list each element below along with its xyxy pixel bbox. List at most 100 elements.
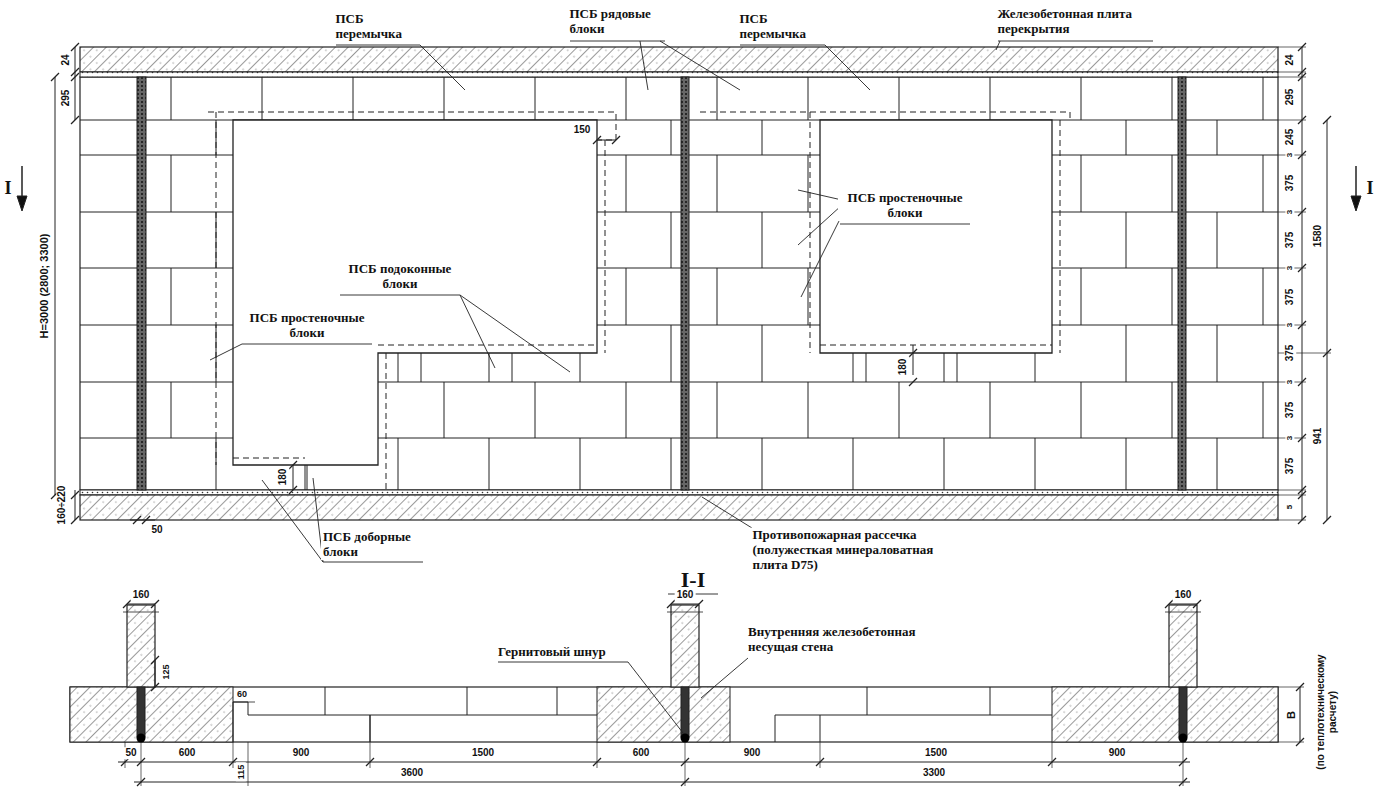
dimension-label: 180 bbox=[277, 467, 289, 488]
block-joint bbox=[557, 687, 558, 715]
block-joint bbox=[626, 77, 627, 120]
block-joint bbox=[1172, 382, 1173, 438]
cut-block bbox=[597, 687, 730, 742]
dimension-label: 180 bbox=[897, 357, 909, 378]
opening-plan bbox=[775, 715, 1052, 742]
block-joint bbox=[421, 353, 422, 382]
dimension-label: 50 bbox=[123, 747, 138, 759]
block-joint bbox=[944, 438, 945, 490]
dimension-label: 941 bbox=[1312, 426, 1324, 447]
extension-line bbox=[685, 768, 686, 786]
callout-label: ПСБ простеночные блоки bbox=[240, 311, 374, 341]
wall-opening bbox=[820, 120, 1052, 353]
extension-line bbox=[1278, 77, 1306, 78]
leader-line bbox=[336, 45, 465, 90]
block-joint bbox=[171, 77, 172, 120]
dimension-tick bbox=[909, 349, 917, 357]
dimension-label: H=3000 (2800; 3300) bbox=[38, 232, 51, 341]
block-joint bbox=[808, 382, 809, 438]
dimension-label: 375 bbox=[1284, 230, 1296, 251]
dimension-line bbox=[55, 77, 56, 495]
slab-layer bbox=[80, 72, 1278, 77]
dimension-line bbox=[1169, 604, 1197, 605]
dimension-label: 150 bbox=[572, 124, 593, 136]
dimension-label: 245 bbox=[1284, 127, 1296, 148]
dimension-tick bbox=[1165, 600, 1173, 608]
dimension-label: 3 bbox=[1285, 264, 1294, 272]
cut-block bbox=[70, 687, 233, 742]
block-joint bbox=[1035, 438, 1036, 490]
block-joint bbox=[353, 77, 354, 120]
dimension-line bbox=[293, 465, 294, 490]
floor-slab bbox=[80, 495, 1278, 520]
extension-line bbox=[233, 742, 234, 768]
block-joint bbox=[262, 77, 263, 120]
dimension-label: 375 bbox=[1284, 400, 1296, 421]
leader-line bbox=[702, 497, 752, 528]
fire-break bbox=[1179, 687, 1187, 737]
block-joint bbox=[853, 438, 854, 490]
block-joint bbox=[398, 438, 399, 490]
dimension-line bbox=[1302, 47, 1303, 520]
block-joint bbox=[216, 212, 217, 268]
dimension-line bbox=[118, 762, 1190, 763]
block-joint bbox=[762, 120, 763, 155]
dimension-tick bbox=[142, 516, 150, 524]
block-joint bbox=[1172, 77, 1173, 120]
callout-label: ПСБ подоконные блоки bbox=[338, 262, 462, 292]
extension-line bbox=[1052, 742, 1053, 768]
wall-opening bbox=[233, 120, 597, 465]
extension-line bbox=[370, 742, 371, 768]
dimension-tick bbox=[71, 516, 79, 524]
section-marker bbox=[21, 166, 23, 198]
leader-line bbox=[460, 295, 570, 372]
leader-line bbox=[840, 224, 970, 225]
block-outline bbox=[820, 345, 1052, 346]
dimension-label: 600 bbox=[177, 747, 198, 759]
block-joint bbox=[1172, 268, 1173, 325]
block-joint bbox=[1217, 120, 1218, 155]
dimension-tick bbox=[612, 136, 620, 144]
callout-label: ПСБ перемычка bbox=[738, 12, 827, 42]
leader-line bbox=[801, 215, 842, 297]
block-joint bbox=[671, 438, 672, 490]
block-joint bbox=[671, 212, 672, 268]
block-joint bbox=[1081, 155, 1082, 212]
block-joint bbox=[1217, 438, 1218, 490]
block-joint bbox=[626, 382, 627, 438]
dimension-label: 3 bbox=[1285, 434, 1294, 442]
dimension-tick bbox=[133, 516, 141, 524]
extension-line bbox=[1278, 495, 1306, 496]
dimension-label: 1500 bbox=[470, 747, 496, 759]
block-joint bbox=[1126, 120, 1127, 155]
leader-line bbox=[460, 295, 495, 368]
dimension-tick bbox=[71, 73, 79, 81]
internal-wall bbox=[127, 605, 155, 687]
dimension-label: 900 bbox=[742, 747, 763, 759]
wall-plan bbox=[70, 687, 1278, 742]
dimension-line bbox=[134, 782, 1190, 783]
dimension-label: 375 bbox=[1284, 287, 1296, 308]
block-joint bbox=[899, 77, 900, 120]
callout-label: Гернитовый шнур bbox=[496, 645, 630, 660]
dimension-tick bbox=[1193, 600, 1201, 608]
extension-line bbox=[1278, 742, 1304, 743]
block-joint bbox=[1126, 212, 1127, 268]
dimension-label: 115 bbox=[236, 763, 246, 782]
dimension-tick bbox=[71, 491, 79, 499]
break-line bbox=[1165, 612, 1201, 613]
leader-line bbox=[740, 45, 870, 90]
break-line bbox=[667, 612, 703, 613]
block-joint bbox=[1217, 325, 1218, 382]
dimension-label: 24 bbox=[60, 52, 72, 67]
block-outline bbox=[386, 353, 387, 490]
extension-line bbox=[1278, 520, 1306, 521]
leader-line bbox=[210, 344, 242, 360]
block-joint bbox=[1126, 438, 1127, 490]
dimension-line bbox=[130, 520, 155, 521]
block-joint bbox=[1263, 382, 1264, 438]
extension-line bbox=[1183, 768, 1184, 786]
block-joint bbox=[1126, 325, 1127, 382]
